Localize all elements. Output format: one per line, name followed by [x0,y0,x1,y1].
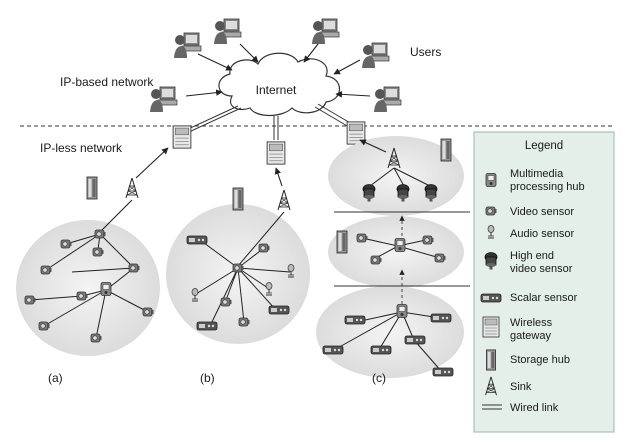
legend-label-wireless-gateway: Wireless gateway [510,317,555,342]
video-sensor-icon [422,235,434,245]
storage-hub-icon [336,230,348,254]
video-sensor-icon [220,297,232,307]
panel-b-label: (b) [200,371,215,385]
user-arrow [303,43,319,63]
storage-hub-icon [485,349,497,371]
legend-label-audio-sensor: Audio sensor [510,228,575,240]
panel-a: (a) [16,147,169,385]
panel-a-label: (a) [48,371,63,385]
internet-label: Internet [256,83,297,97]
audio-sensor-icon [265,282,273,296]
video-sensor-icon [94,229,106,239]
panel-b: (b) [166,167,310,385]
video-sensor-icon [38,321,50,331]
video-sensor-icon [485,206,497,216]
wireless-gateway-icon [172,125,192,149]
user-computer-icon [173,32,202,59]
scalar-sensor-icon [344,315,366,325]
scalar-sensor-icon [430,313,452,323]
multimedia-hub-icon [394,238,406,252]
audio-sensor-icon [287,264,295,278]
wireless-gateway-icon [482,316,500,338]
users-label: Users [410,45,441,59]
video-sensor-icon [356,233,368,243]
sink-icon [277,189,291,211]
legend-title: Legend [525,140,563,152]
wired-link-icon [482,404,502,410]
audio-sensor-icon [191,288,199,302]
video-sensor-icon [434,253,446,263]
user-computer-icon [149,86,178,113]
video-sensor-icon [60,239,72,249]
panel-c-label: (c) [372,371,386,385]
scalar-sensor-icon [196,321,218,331]
sink-to-gateway-arrow [274,167,283,187]
ip-less-network-label: IP-less network [40,141,123,155]
wired-links [185,103,353,140]
user-arrow [239,43,259,63]
scalar-sensor-icon [480,293,502,303]
legend-label-scalar-sensor: Scalar sensor [510,292,578,304]
video-sensor-icon [370,255,382,265]
video-sensor-icon [258,243,270,253]
sink-icon [125,177,139,199]
legend: Legend Multimedia processing hub Video s… [473,131,615,433]
user-computer-icon [213,18,242,45]
storage-hub-icon [86,176,98,200]
legend-label-multimedia-hub: Multimedia processing hub [510,168,585,193]
multimedia-hub-icon [100,282,112,296]
scalar-sensor-icon [432,367,454,377]
video-sensor-icon [238,317,250,327]
internet-cloud [218,52,341,117]
cluster-b [166,204,310,344]
scalar-sensor-icon [322,345,344,355]
user-computer-icon [373,86,402,113]
cluster-c-mid [328,216,464,288]
sink-to-gateway-arrow [359,139,387,153]
video-sensor-icon [92,247,104,257]
video-sensor-icon [90,333,102,343]
legend-label-wired-link: Wired link [510,402,559,414]
user-arrow [335,91,371,98]
storage-hub-icon [232,187,244,211]
multimedia-hub-icon [485,173,497,187]
legend-label-sink: Sink [510,381,532,393]
scalar-sensor-icon [404,335,426,345]
legend-label-video-sensor: Video sensor [510,206,574,218]
scalar-sensor-icon [268,305,290,315]
audio-sensor-icon [487,225,495,239]
scalar-sensor-icon [370,345,392,355]
video-sensor-icon [24,295,36,305]
scalar-sensor-icon [186,235,208,245]
legend-box [473,131,615,433]
user-arrow [197,53,233,71]
panel-c: (c) [316,136,470,385]
storage-hub-icon [440,138,452,162]
user-computer-icon [311,18,340,45]
cluster-a [16,220,160,356]
multimedia-hub-icon [396,304,408,318]
user-arrow [185,89,223,97]
user-computer-icon [361,42,390,69]
legend-label-storage-hub: Storage hub [510,354,570,366]
sink-to-gateway-arrow [135,147,169,179]
user-arrow [333,59,361,75]
video-sensor-icon [142,307,154,317]
legend-label-high-end-video-sensor: High end video sensor [510,250,573,275]
wireless-gateway-icon [266,141,286,165]
ip-based-network-label: IP-based network [60,75,154,89]
video-sensor-icon [232,263,244,273]
video-sensor-icon [76,291,88,301]
video-sensor-icon [128,263,140,273]
video-sensor-icon [40,265,52,275]
